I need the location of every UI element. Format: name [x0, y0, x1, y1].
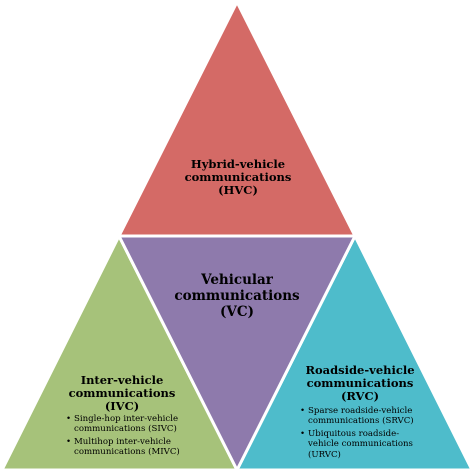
bullet-line: (URVC) — [308, 449, 341, 460]
ivc-bullet-sivc: Single-hop inter-vehicle communications … — [66, 414, 180, 435]
hvc-label-line: Hybrid-vehicle — [190, 157, 286, 171]
ivc-label-line: Inter-vehicle — [80, 373, 164, 387]
rvc-label: Roadside-vehicle communications (RVC) — [286, 363, 434, 404]
vc-label-line: (VC) — [220, 304, 254, 321]
ivc-label-line: (IVC) — [104, 399, 140, 414]
rvc-label-line: communications — [306, 376, 414, 391]
center-triangle-vc — [117, 234, 357, 472]
bullet-line: communications (SRVC) — [308, 416, 414, 427]
bullet-line: Multihop inter-vehicle — [74, 436, 171, 447]
ivc-bullet-mivc: Multihop inter-vehicle communications (M… — [66, 437, 180, 458]
vc-label-line: communications — [174, 288, 300, 305]
bullet-line: Ubiquitous roadside- — [308, 428, 400, 439]
rvc-bullet-srvc: Sparse roadside-vehicle communications (… — [300, 406, 414, 427]
hvc-label-line: (HVC) — [218, 183, 258, 198]
bullet-line: vehicle communications — [308, 439, 413, 450]
bullet-line: communications (SIVC) — [74, 424, 177, 435]
rvc-bullet-urvc: Ubiquitous roadside- vehicle communicati… — [300, 429, 414, 460]
rvc-label-line: Roadside-vehicle — [305, 363, 415, 377]
ivc-label-line: communications — [68, 386, 176, 401]
vc-label-line: Vehicular — [201, 272, 273, 288]
rvc-label-line: (RVC) — [340, 389, 380, 404]
top-triangle-hvc — [117, 0, 357, 238]
hvc-label: Hybrid-vehicle communications (HVC) — [160, 157, 316, 198]
rvc-bullet-list: Sparse roadside-vehicle communications (… — [300, 406, 414, 462]
bullet-line: communications (MIVC) — [74, 447, 180, 458]
hvc-label-line: communications — [184, 170, 292, 185]
ivc-label: Inter-vehicle communications (IVC) — [52, 373, 192, 414]
bullet-line: Sparse roadside-vehicle — [308, 406, 413, 416]
vc-label: Vehicular communications (VC) — [172, 272, 302, 321]
ivc-bullet-list: Single-hop inter-vehicle communications … — [66, 414, 180, 460]
bullet-line: Single-hop inter-vehicle — [74, 414, 179, 424]
